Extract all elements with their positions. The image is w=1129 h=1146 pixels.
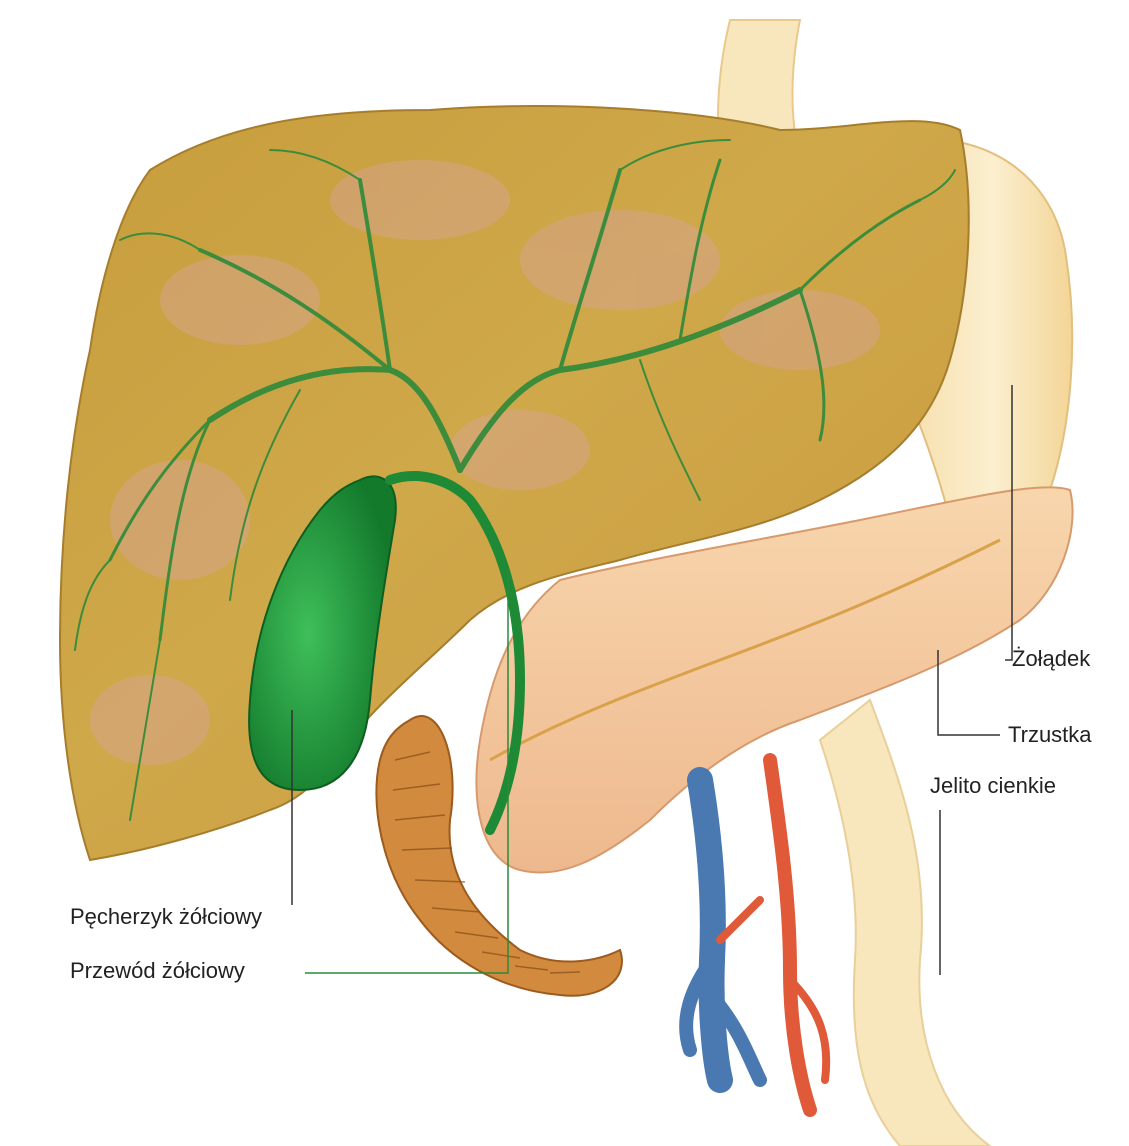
label-stomach: Żołądek (1012, 648, 1090, 670)
label-small-intestine: Jelito cienkie (930, 775, 1056, 797)
blood-vessels (686, 760, 826, 1110)
label-pancreas: Trzustka (1008, 724, 1092, 746)
portal-vein (700, 780, 720, 1080)
pancreas-leader (938, 650, 1000, 735)
label-bile-duct: Przewód żółciowy (70, 960, 245, 982)
small-intestine (820, 700, 990, 1146)
label-gallbladder: Pęcherzyk żółciowy (70, 906, 262, 928)
artery (770, 760, 810, 1110)
